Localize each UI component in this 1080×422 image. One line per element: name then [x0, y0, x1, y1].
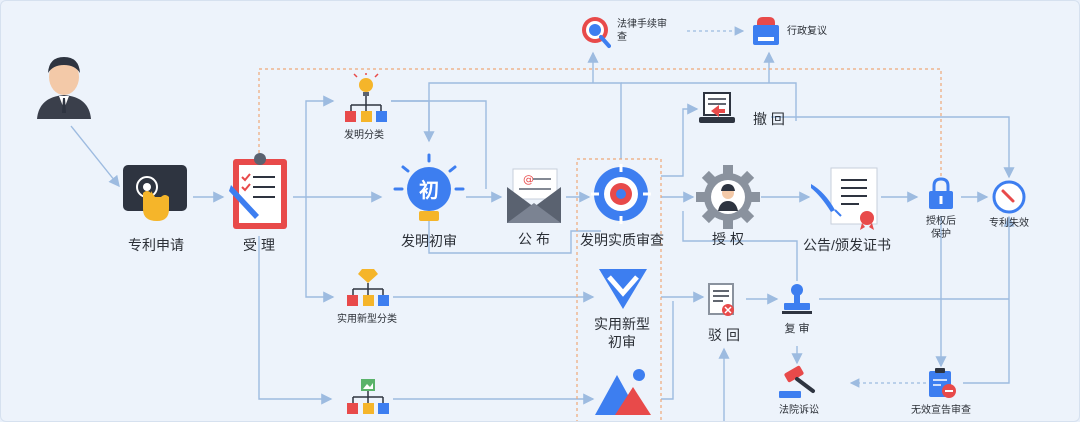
- stamp-icon: [781, 283, 813, 320]
- envelope-icon: @: [505, 167, 563, 230]
- magnifier-icon: [579, 15, 611, 54]
- person-icon: [35, 51, 93, 124]
- mountain-icon: [595, 367, 653, 421]
- admin-review-label: 行政复议: [787, 26, 827, 37]
- certificate-icon: [811, 166, 883, 235]
- gavel-icon: [777, 365, 819, 406]
- prelim-char: 初: [419, 178, 439, 202]
- utility-prelim-label: 实用新型初审: [594, 316, 650, 350]
- diamond-tree-icon: [345, 267, 391, 314]
- lock-icon: [927, 177, 955, 216]
- court-litigation-label: 法院诉讼: [779, 405, 819, 416]
- invention-classify-label: 发明分类: [344, 130, 384, 141]
- announce-certificate-label: 公告/颁发证书: [803, 237, 891, 253]
- patent-invalid-label: 专利失效: [989, 218, 1029, 229]
- grant-label: 授 权: [712, 231, 744, 247]
- envelope-at: @: [523, 173, 534, 186]
- clipboard-minus-icon: [927, 367, 957, 404]
- withdraw-label: 撤 回: [753, 111, 785, 127]
- laptop-return-icon: [699, 91, 735, 130]
- tablet-touch-icon: [121, 163, 191, 228]
- invention-prelim-label: 发明初审: [401, 233, 457, 249]
- clock-icon: [991, 179, 1027, 220]
- bulb-tree-icon: [343, 72, 389, 130]
- image-tree-icon: [345, 377, 391, 421]
- bulb-prelim-icon: 初: [393, 153, 465, 234]
- invention-substantive-label: 发明实质审查: [580, 232, 664, 248]
- utility-classify-label: 实用新型分类: [337, 314, 397, 325]
- reexamine-label: 复 审: [784, 323, 810, 335]
- invalidation-review-label: 无效宣告审查: [911, 405, 971, 416]
- post-grant-protection-label: 授权后保护: [926, 216, 956, 240]
- accept-label: 受 理: [243, 237, 275, 253]
- publish-label: 公 布: [518, 231, 550, 247]
- gear-person-icon: [696, 165, 760, 234]
- chevron-v-icon: [597, 267, 649, 316]
- reject-label: 驳 回: [708, 327, 740, 343]
- folder-stack-icon: [751, 15, 781, 52]
- clipboard-icon: [229, 151, 291, 238]
- document-x-icon: [707, 282, 737, 323]
- target-icon: [591, 164, 651, 229]
- legal-procedure-review-label: 法律手续审查: [617, 19, 667, 43]
- patent-apply-label: 专利申请: [128, 237, 184, 253]
